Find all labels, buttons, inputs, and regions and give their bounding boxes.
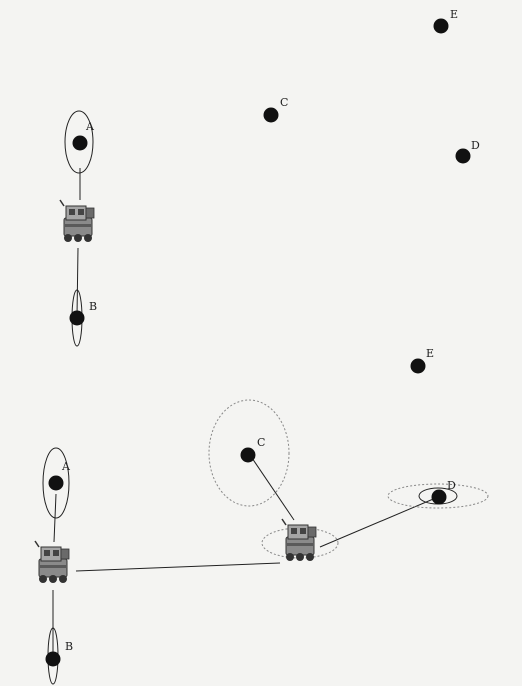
- robot-icon: [34, 540, 70, 584]
- uncertainty-ellipse-a-bottom: [42, 447, 70, 519]
- label-d-bottom: D: [447, 479, 456, 492]
- label-e-top: E: [450, 8, 458, 21]
- landmark-c-bottom: [240, 447, 256, 463]
- top-panel: A B C D E: [59, 8, 480, 347]
- landmark-e-bottom: [410, 358, 426, 374]
- label-b-top: B: [89, 300, 97, 313]
- landmark-c-top: [263, 107, 279, 123]
- link-d-robot-bottom: [319, 496, 439, 548]
- uncertainty-ellipse-robot-bottom: [261, 527, 339, 559]
- label-c-bottom: C: [257, 436, 265, 449]
- landmark-a-bottom: [48, 475, 64, 491]
- label-c-top: C: [280, 96, 288, 109]
- landmark-d-top: [455, 148, 471, 164]
- landmark-e-top: [433, 18, 449, 34]
- robot-icon: [281, 518, 317, 562]
- label-a-top: A: [85, 120, 95, 133]
- link-robot-robot-bottom: [75, 562, 281, 572]
- uncertainty-ellipse-c-bottom: [208, 399, 290, 507]
- bottom-panel: A B C D E: [34, 347, 489, 685]
- robot-icon: [59, 199, 95, 243]
- label-a-bottom: A: [61, 460, 71, 473]
- uncertainty-ellipse-d-outer-bottom: [387, 483, 489, 509]
- label-b-bottom: B: [65, 640, 73, 653]
- landmark-b-bottom: [45, 651, 61, 667]
- landmark-d-bottom: [431, 489, 447, 505]
- link-c-robot-bottom: [251, 457, 295, 521]
- label-e-bottom: E: [426, 347, 434, 360]
- link-b-robot-top: [76, 247, 79, 317]
- landmark-a-top: [72, 135, 88, 151]
- uncertainty-ellipse-a-top: [64, 110, 94, 174]
- landmark-b-top: [69, 310, 85, 326]
- label-d-top: D: [471, 139, 480, 152]
